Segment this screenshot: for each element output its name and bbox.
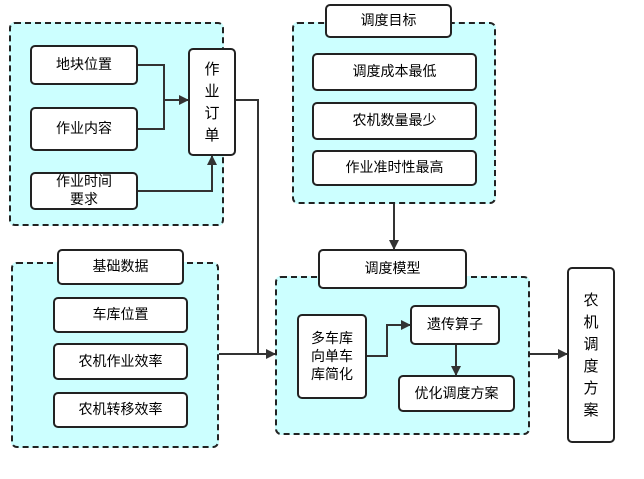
goal-item-count: 农机数量最少 (312, 102, 477, 140)
base-data-title: 基础数据 (57, 249, 184, 285)
goal-title: 调度目标 (325, 4, 452, 38)
optimize-plan-box: 优化调度方案 (398, 375, 515, 412)
model-title: 调度模型 (318, 249, 467, 289)
plot-position-box: 地块位置 (30, 45, 138, 85)
base-item-garage: 车库位置 (53, 297, 188, 333)
job-time-box: 作业时间 要求 (30, 172, 138, 210)
output-plan-box: 农 机 调 度 方 案 (567, 267, 615, 443)
simplify-box: 多车库 向单车 库简化 (297, 314, 367, 399)
job-order-box: 作 业 订 单 (188, 48, 236, 156)
base-item-transfer: 农机转移效率 (53, 392, 188, 428)
goal-item-punctual: 作业准时性最高 (312, 150, 477, 186)
base-item-efficiency: 农机作业效率 (53, 343, 188, 380)
genetic-operator-box: 遗传算子 (410, 305, 500, 345)
edge-order-to-model (236, 99, 259, 354)
goal-item-cost: 调度成本最低 (312, 53, 477, 91)
job-content-box: 作业内容 (30, 107, 138, 151)
